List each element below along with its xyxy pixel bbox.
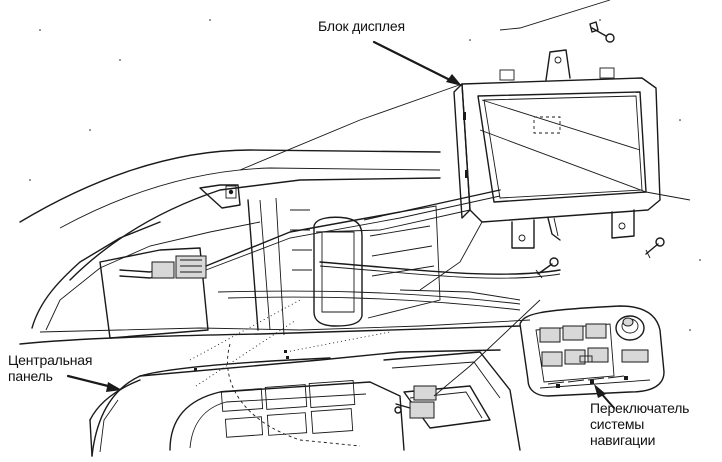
- console-connector: [413, 385, 437, 401]
- connector-left-mate: [175, 255, 207, 279]
- console-connector-mate: [409, 401, 435, 419]
- screw-right: [645, 237, 665, 259]
- nav-switch-button-1: [539, 327, 561, 343]
- center-panel-label-arrow: [66, 374, 122, 392]
- label-nav-switch-line-1: Переключатель: [590, 400, 690, 416]
- screw-top: [589, 21, 615, 43]
- dashboard-body: [19, 149, 531, 345]
- connector-left: [151, 261, 175, 279]
- nav-switch-label-arrow: [594, 384, 615, 409]
- label-center-panel: Центральная панель: [8, 352, 92, 384]
- display-label-arrow: [372, 40, 462, 86]
- center-console: [89, 299, 541, 457]
- display-unit: [453, 49, 661, 249]
- label-center-panel-line-2: панель: [8, 368, 53, 384]
- nav-switch-joystick-knob: [615, 315, 645, 341]
- display-leader-lines: [239, 0, 691, 291]
- mounting-screws: [535, 21, 665, 279]
- nav-switch-button-3: [585, 323, 607, 339]
- label-center-panel-line-1: Центральная: [8, 352, 93, 368]
- fitting-dashed-outlines: [189, 299, 391, 447]
- nav-switch-button-6: [587, 347, 609, 363]
- wiring-harness: [119, 189, 561, 311]
- label-nav-switch: Переключатель системы навигации: [590, 400, 689, 448]
- screw-bottom: [535, 257, 559, 279]
- label-nav-switch-line-3: навигации: [590, 432, 656, 448]
- nav-switch-button-2: [562, 325, 584, 341]
- background-speckles: [29, 19, 701, 331]
- label-display-unit: Блок дисплея: [318, 18, 405, 34]
- nav-switch-button-4: [541, 351, 563, 367]
- nav-switch-button-7: [621, 349, 649, 363]
- label-display-unit-text: Блок дисплея: [318, 18, 405, 34]
- label-nav-switch-line-2: системы: [590, 416, 645, 432]
- navigation-switch: [519, 305, 665, 397]
- display-screen-center-mark: [533, 116, 561, 134]
